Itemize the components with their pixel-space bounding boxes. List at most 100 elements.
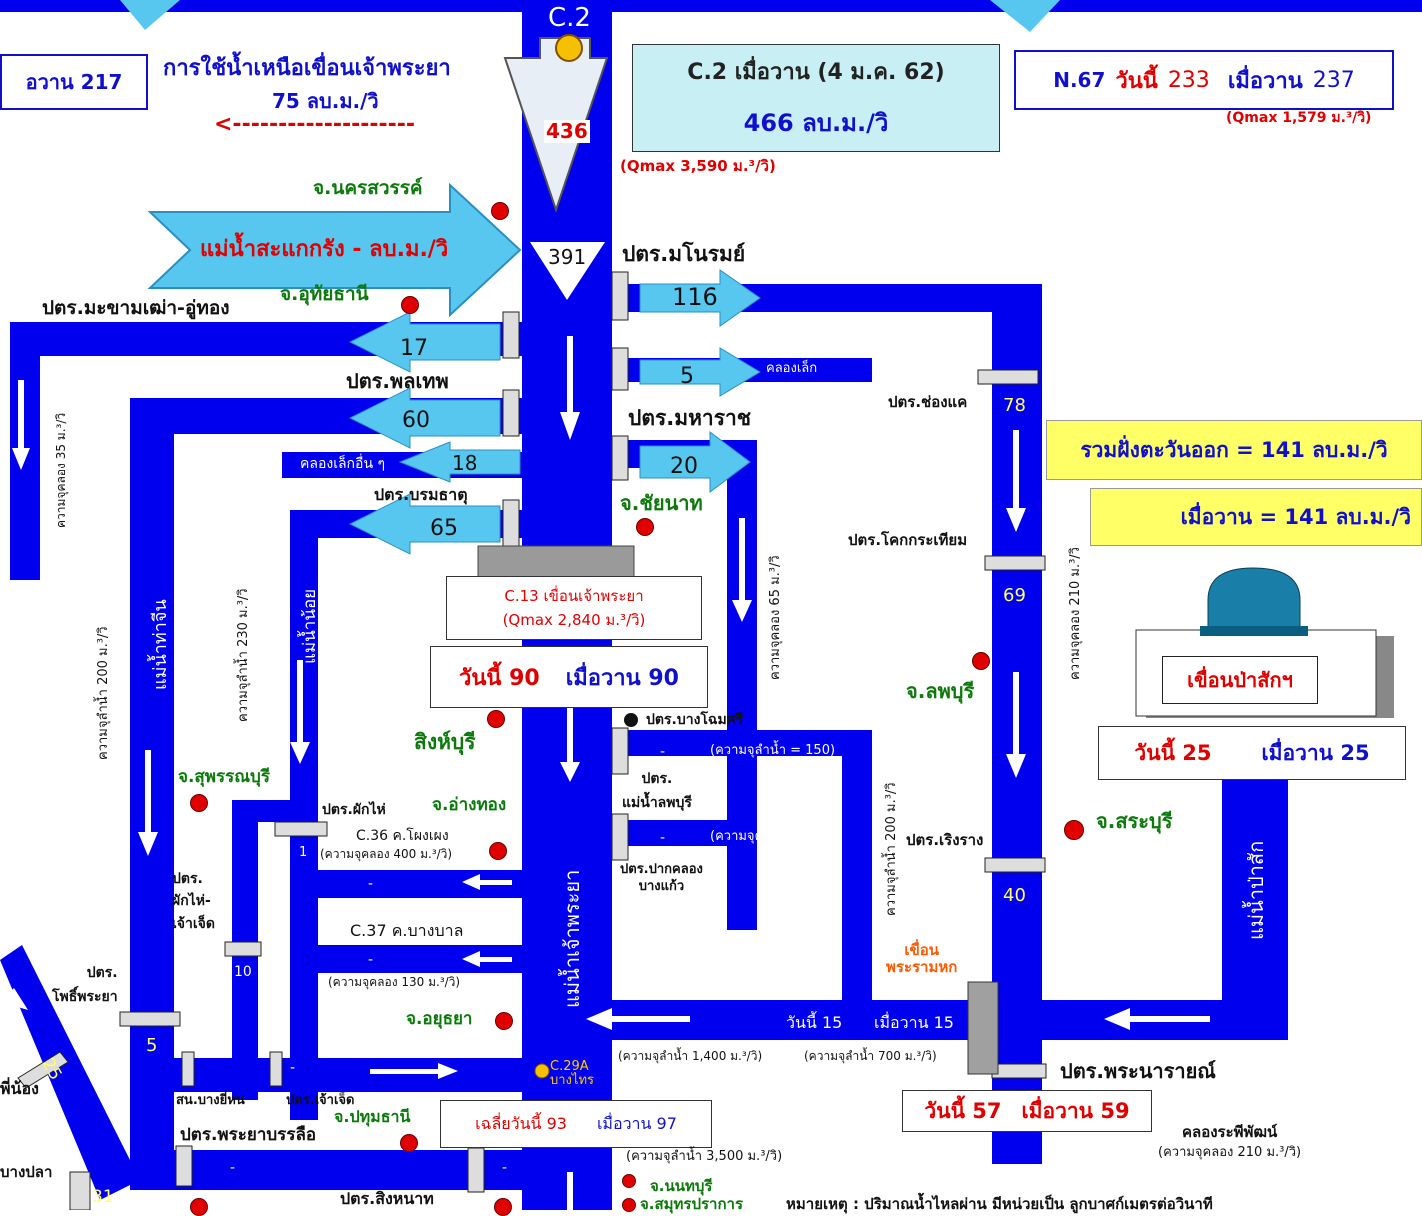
gate-icon (502, 389, 520, 437)
cap700: (ความจุลำน้ำ 700 ม.³/วิ) (804, 1049, 937, 1063)
province-dot-icon (190, 1198, 208, 1216)
chongkhae-label: ปตร.ช่องแค (888, 393, 968, 411)
uthai-label: จ.อุทัยธานี (280, 283, 369, 305)
chaophraya-capacity: (ความจุลำน้ำ 3,500 ม.³/วิ) (626, 1149, 783, 1164)
manorom-flow: 116 (672, 283, 718, 311)
n67-box: N.67 วันนี้ 233 เมื่อวาน 237 (1014, 50, 1394, 110)
sakaekrang-arrow-icon (147, 182, 522, 318)
nakhon-sawan-label: จ.นครสวรรค์ (313, 177, 423, 199)
east-yesterday: เมื่อวาน = 141 ลบ.ม./วิ (1180, 504, 1411, 529)
phinong-canal (0, 945, 140, 1200)
gate-icon (984, 857, 1046, 873)
gate-icon (467, 1147, 485, 1193)
suphan-label: จ.สุพรรณบุรี (178, 767, 270, 787)
phranarai-today: วันนี้ 57 (924, 1098, 1002, 1123)
upstream-arrow: <-------------------- (214, 112, 416, 137)
province-dot-icon (1064, 820, 1084, 840)
province-dot-icon (491, 202, 509, 220)
samutprakan-label: จ.สมุทรปราการ (640, 1195, 744, 1213)
gate-icon (611, 347, 629, 391)
boromathat-label: ปตร.บรมธาตุ (374, 485, 468, 504)
n67-yest: 237 (1312, 67, 1355, 93)
angthong-label: จ.อ่างทอง (432, 795, 507, 815)
phophraya-label: ปตร. โพธิ์พระยา (52, 965, 118, 1005)
noi-capacity: ความจุลำน้ำ 230 ม.³/วิ (236, 588, 251, 722)
gate-icon (119, 1011, 181, 1027)
gate-icon (977, 369, 1039, 385)
phranarai-flow-box: วันนี้ 57 เมื่อวาน 59 (902, 1090, 1152, 1132)
chongkhae-flow: 78 (1003, 395, 1026, 416)
gate-icon (175, 1145, 193, 1187)
saraburi-label: จ.สระบุรี (1096, 809, 1173, 833)
phakhai-link (232, 800, 292, 822)
c2-label: C.2 (548, 3, 591, 33)
gate-icon (274, 821, 328, 837)
boromathat-flow: 65 (430, 516, 458, 541)
gate-icon (611, 435, 629, 481)
gate-icon (611, 271, 629, 321)
gate-icon (269, 1051, 283, 1087)
bangyihon-canal (174, 1058, 522, 1092)
mahasarat-arrow-icon (639, 431, 751, 493)
pathumthani-label: จ.ปทุมธานี (334, 1107, 411, 1126)
roengrang-flow: 40 (1003, 885, 1026, 906)
province-dot-icon (400, 1134, 418, 1152)
c36-value: 1 (299, 845, 308, 860)
rama6-yesterday: เมื่อวาน 15 (874, 1013, 954, 1032)
lopburi-label: จ.ลพบุรี (906, 679, 975, 703)
klongother-label: คลองเล็กอื่น ๆ (300, 456, 385, 472)
c36-dash: - (368, 876, 374, 892)
chainat-label: จ.ชัยนาท (620, 491, 703, 515)
rama6-today: วันนี้ 15 (786, 1013, 843, 1032)
c36-label: C.36 ค.โผงเผง (356, 828, 449, 844)
upstream-title: การใช้น้ำเหนือเขื่อนเจ้าพระยา (163, 56, 451, 81)
lopburi-river (842, 730, 872, 1010)
phonlathep-label: ปตร.พลเทพ (346, 369, 449, 393)
lopburi-river-top (612, 730, 872, 756)
c2-qmax: (Qmax 3,590 ม.³/วิ) (620, 157, 776, 175)
paknklong-dash: - (660, 830, 666, 846)
top-right-arrow (990, 0, 1060, 32)
province-dot-icon (495, 1012, 513, 1030)
gate-icon (611, 813, 629, 861)
c13-yesterday: เมื่อวาน 90 (565, 665, 679, 691)
singburi-label: สิงห์บุรี (414, 730, 476, 754)
pasak-flow-box: วันนี้ 25 เมื่อวาน 25 (1098, 726, 1406, 780)
pasak-today: วันนี้ 25 (1134, 740, 1212, 765)
c13-qmax: (Qmax 2,840 ม.³/วิ) (502, 611, 646, 629)
makham-capacity: ความจุคลอง 35 ม.³/วิ (54, 412, 68, 528)
mahasarat-label: ปตร.มหาราช (628, 406, 752, 430)
makham-flow: 17 (400, 336, 428, 361)
footnote: หมายเหตุ : ปริมาณน้ำไหลผ่าน มีหน่วยเป็น … (786, 1195, 1213, 1213)
ayutthaya-label: จ.อยุธยา (406, 1009, 473, 1029)
c29a-box: เฉลี่ยวันนี้ 93 เมื่อวาน 97 (440, 1100, 712, 1148)
singhanat-dash: - (502, 1160, 508, 1176)
n67-label: N.67 (1053, 68, 1106, 92)
manorom-arrow-icon (639, 269, 761, 327)
direction-arrows (0, 336, 1210, 1210)
phinong-label: พี่น้อง (0, 1079, 39, 1098)
phakhai-chaochet-label: ปตร. ผักไห่- เจ้าเจ็ด (172, 871, 215, 932)
gate-icon (181, 1051, 195, 1087)
c13-today: วันนี้ 90 (459, 665, 540, 691)
gate-icon (984, 555, 1046, 571)
gate-icon (502, 311, 520, 359)
tha-chin-capacity: ความจุลำน้ำ 200 ม.³/วิ (96, 626, 111, 760)
klong210-capacity: ความจุคลอง 210 ม.³/วิ (1068, 547, 1083, 680)
sakaekrang-label: แม่น้ำสะแกกรัง - ลบ.ม./วิ (200, 237, 449, 262)
phraya-banlue-dash: - (230, 1160, 236, 1176)
phraya-banlue-label: ปตร.พระยาบรรลือ (180, 1125, 317, 1145)
noi-label: แม่น้ำน้อย (300, 588, 320, 664)
province-dot-icon (622, 1174, 636, 1188)
paknklong-capacity: (ความจุคลอง = 100) (710, 829, 835, 844)
pasak-dam-box: เขื่อนป่าสักฯ (1162, 656, 1318, 704)
phonlathep-arrow-icon (348, 387, 501, 449)
province-dot-icon (487, 710, 505, 728)
khokkrathiam-label: ปตร.โคกกระเทียม (848, 531, 968, 549)
mahasarat-flow: 20 (670, 454, 698, 479)
tha-chin-river (130, 398, 174, 1178)
province-dot-icon (972, 652, 990, 670)
klongother-arrow-icon (398, 441, 521, 483)
phranarai-label: ปตร.พระนารายณ์ (1060, 1059, 1216, 1083)
